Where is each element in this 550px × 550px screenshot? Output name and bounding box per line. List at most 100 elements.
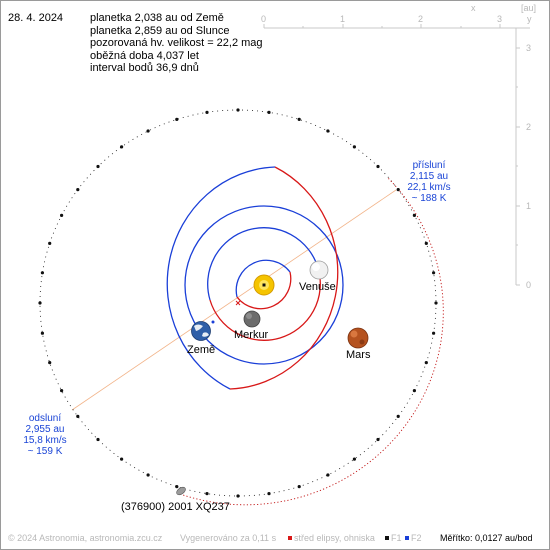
asteroid-position-dot (146, 129, 150, 133)
mercury-label: Merkur (234, 329, 269, 341)
date-label: 28. 4. 2024 (8, 12, 64, 24)
asteroid-position-dot (376, 164, 380, 169)
asteroid-position-dot (424, 361, 428, 365)
asteroid-position-dot (120, 145, 124, 149)
asteroid-position-dot (40, 331, 45, 335)
y-tick-1: 1 (526, 201, 532, 211)
x-tick-0: 0 (261, 14, 267, 24)
aphelion-title: odsluní (28, 413, 62, 424)
asteroid-position-dot (96, 437, 100, 442)
footer-scale: Měřítko: 0,0127 au/bod (440, 533, 533, 543)
x-axis-letter: x (471, 3, 476, 13)
asteroid-position-dot (352, 457, 356, 461)
asteroid-position-dot (432, 271, 436, 275)
mars-label: Mars (346, 349, 371, 361)
asteroid-position-points (38, 108, 438, 498)
asteroid-position-dot (76, 188, 80, 192)
asteroid-position-dot (40, 271, 45, 275)
asteroid-position-dot (297, 485, 301, 489)
venus-label: Venuše (299, 281, 336, 293)
ellipse-centre-marker (235, 300, 241, 306)
perihelion-speed: 22,1 km/s (407, 182, 451, 193)
asteroid-position-dot (205, 110, 209, 114)
y-axis-ruler (515, 28, 520, 286)
f2-text: F2 (411, 533, 422, 543)
asteroid-position-dot (424, 241, 428, 245)
earth-label: Země (187, 344, 216, 356)
f1-swatch (385, 536, 389, 540)
perihelion-annotation: přísluní 2,115 au 22,1 km/s ~ 188 K (397, 160, 461, 204)
asteroid-position-dot (396, 414, 400, 418)
perihelion-temperature: ~ 188 K (411, 193, 447, 204)
asteroid-position-dot (376, 437, 380, 442)
y-tick-0: 0 (526, 280, 532, 290)
footer-center-legend: střed elipsy, ohniska (288, 533, 375, 543)
asteroid-position-dot (76, 414, 80, 418)
asteroid-position-dot (267, 492, 271, 496)
asteroid-position-dot (267, 110, 271, 114)
asteroid-position-dot (48, 361, 52, 365)
asteroid-position-dot (175, 117, 179, 121)
f2-swatch (405, 536, 409, 540)
footer-f2: F2 (405, 533, 422, 543)
aphelion-speed: 15,8 km/s (23, 435, 67, 446)
asteroid-label: (376900) 2001 XQ237 (121, 501, 230, 513)
asteroid-position-dot (352, 145, 356, 149)
aphelion-temperature: ~ 159 K (27, 446, 63, 457)
x-tick-1: 1 (340, 14, 346, 24)
asteroid-position-dot (434, 301, 438, 305)
unit-label: [au] (521, 3, 537, 13)
apsides-line (71, 189, 397, 411)
asteroid-position-dot (96, 164, 100, 169)
asteroid-position-dot (120, 457, 124, 461)
asteroid-position-dot (38, 301, 42, 305)
perihelion-title: přísluní (412, 160, 446, 171)
asteroid-position-dot (236, 108, 240, 112)
info-distance-earth: planetka 2,038 au od Země (90, 12, 224, 24)
mercury-icon (243, 310, 261, 328)
y-tick-2: 2 (526, 122, 532, 132)
asteroid-position-dot (60, 389, 64, 393)
info-magnitude: pozorovaná hv. velikost = 22,2 mag (90, 37, 263, 49)
asteroid-position-dot (175, 485, 179, 489)
mercury-orbit (235, 259, 292, 310)
info-block: planetka 2,038 au od Země planetka 2,859… (90, 12, 263, 75)
earth-icon (191, 320, 215, 341)
venus-icon (309, 260, 329, 280)
asteroid-icon (176, 486, 186, 496)
asteroid-position-dot (205, 492, 209, 496)
mars-orbit (166, 166, 339, 390)
aphelion-annotation: odsluní 2,955 au 15,8 km/s ~ 159 K (12, 413, 78, 457)
earth-orbit (184, 205, 344, 365)
asteroid-position-dot (412, 389, 416, 393)
center-legend-text: střed elipsy, ohniska (294, 533, 375, 543)
asteroid-orbit-south (179, 177, 444, 506)
footer-copyright: © 2024 Astronomia, astronomia.zcu.cz (8, 533, 163, 543)
x-tick-3: 3 (497, 14, 503, 24)
y-axis-letter: y (527, 14, 532, 24)
aphelion-distance: 2,955 au (25, 424, 65, 435)
footer-f1: F1 (385, 533, 402, 543)
perihelion-distance: 2,115 au (409, 171, 449, 182)
footer-generated: Vygenerováno za 0,11 s (180, 533, 277, 543)
info-period: oběžná doba 4,037 let (90, 49, 199, 62)
x-axis-ruler (263, 24, 530, 29)
asteroid-position-dot (146, 473, 150, 477)
asteroid-position-dot (396, 188, 400, 192)
asteroid-position-dot (297, 117, 301, 121)
f1-text: F1 (391, 533, 402, 543)
venus-orbit (207, 227, 321, 341)
y-tick-3: 3 (526, 43, 532, 53)
asteroid-position-dot (412, 213, 416, 217)
sun-icon (253, 274, 275, 296)
asteroid-position-dot (326, 129, 330, 133)
center-legend-swatch (288, 536, 292, 540)
asteroid-position-dot (60, 213, 64, 217)
asteroid-position-dot (48, 241, 52, 245)
info-distance-sun: planetka 2,859 au od Slunce (90, 24, 230, 37)
asteroid-position-dot (432, 331, 436, 335)
mars-icon (347, 327, 369, 349)
x-tick-2: 2 (418, 14, 424, 24)
